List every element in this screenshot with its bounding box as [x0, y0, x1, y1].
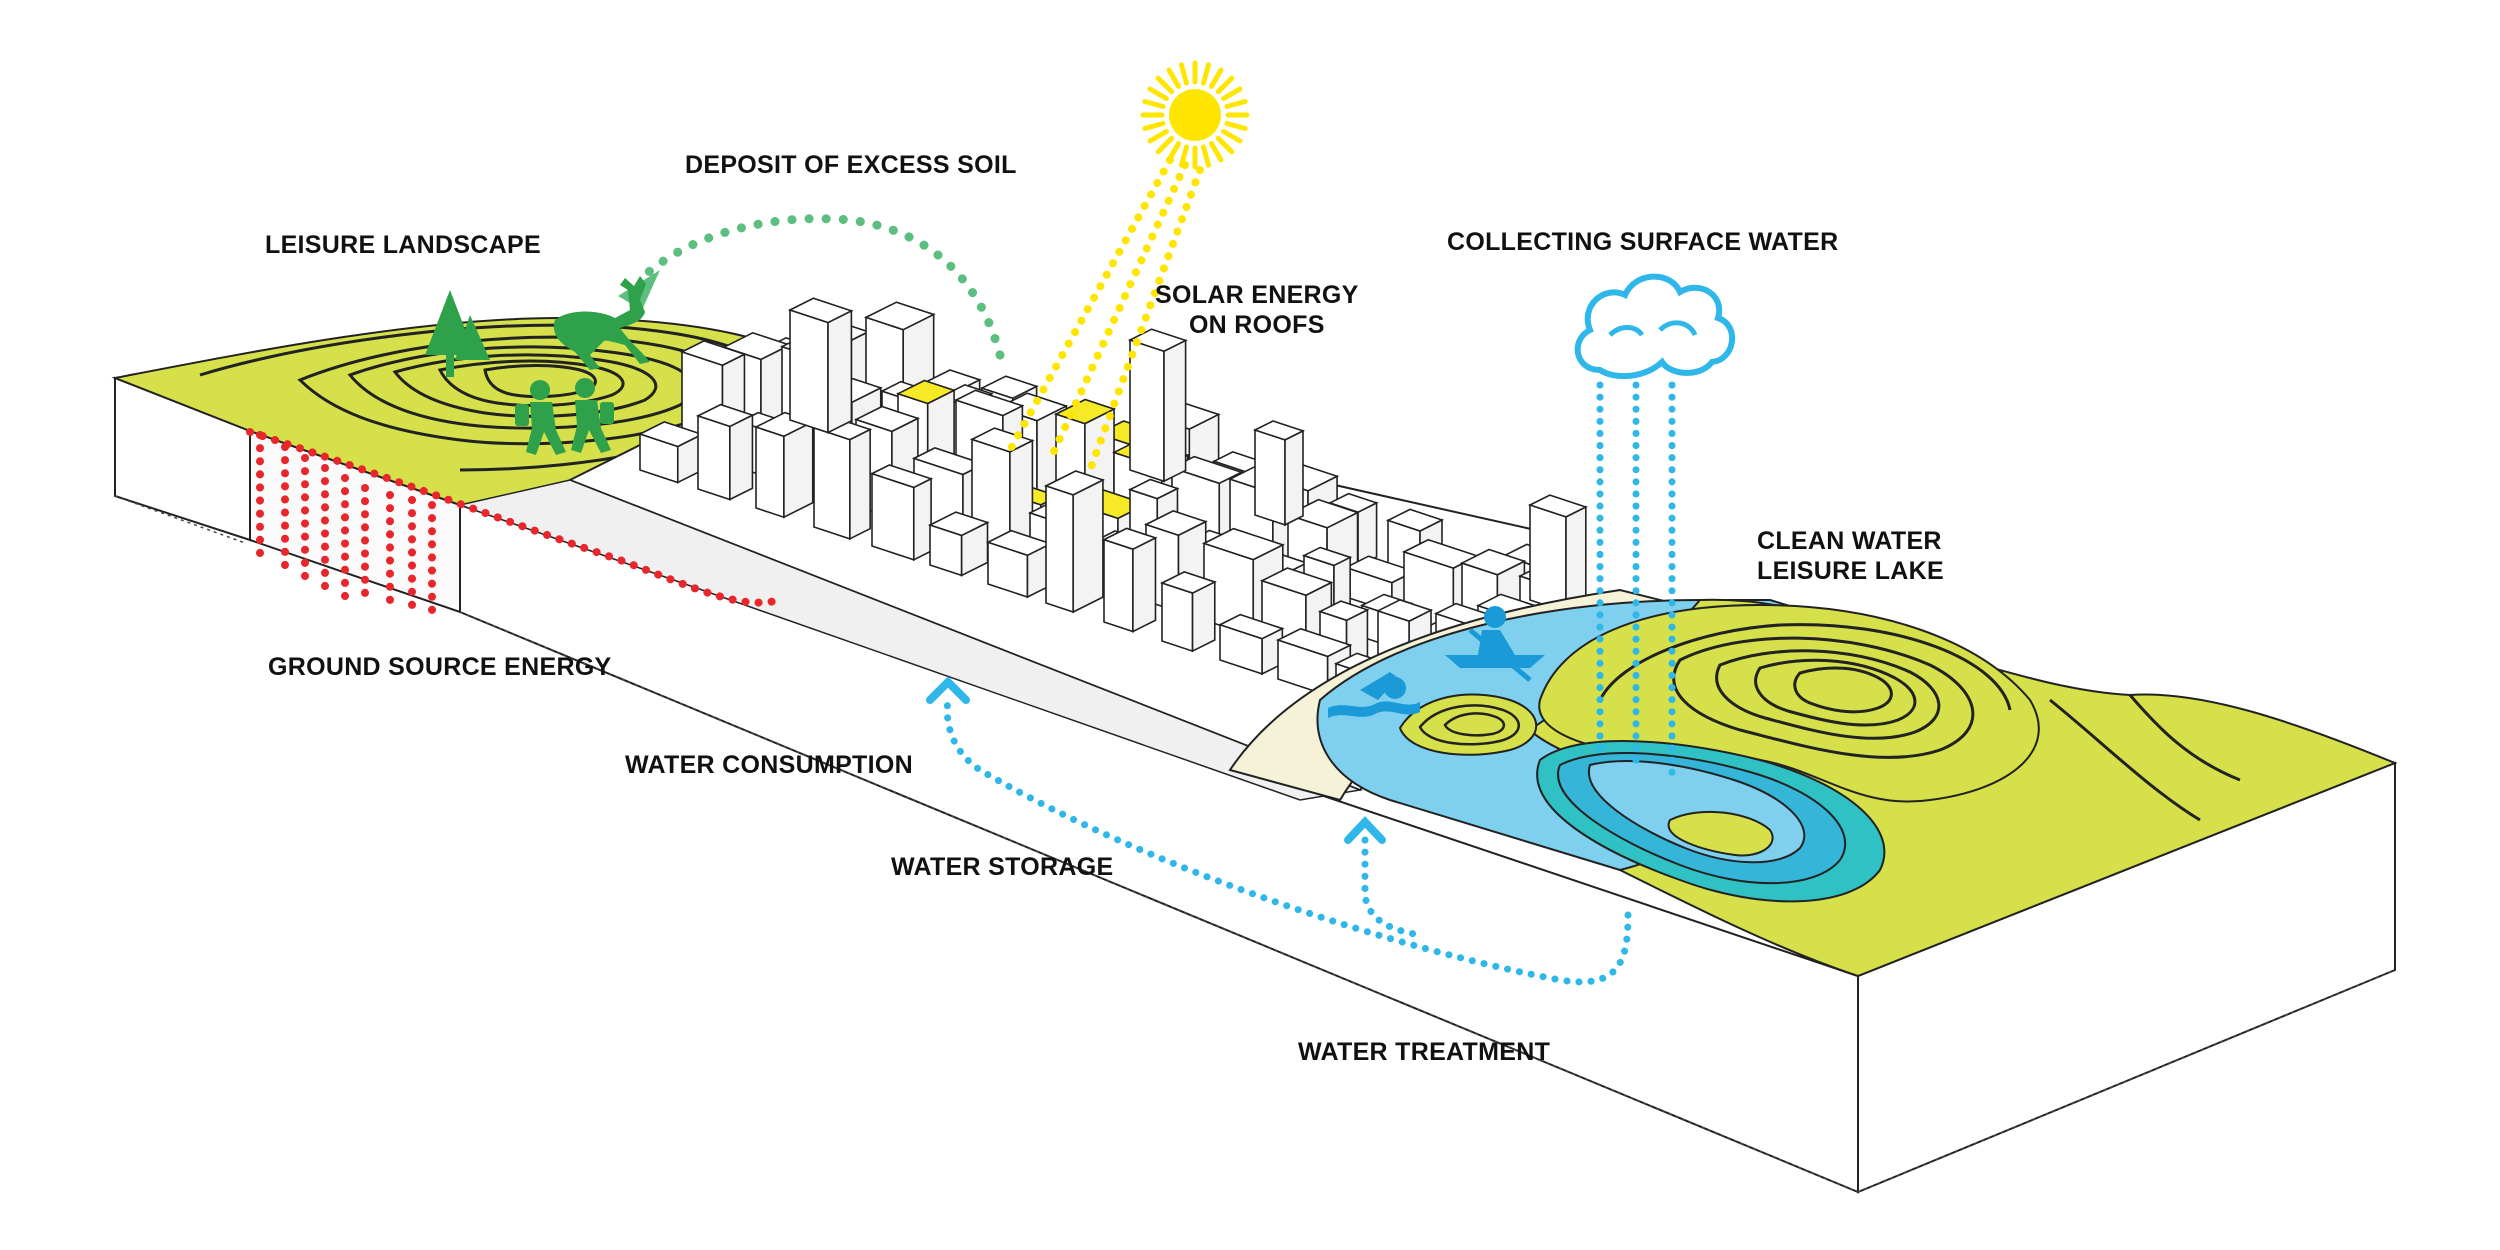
label-water-consumption: WATER CONSUMPTION	[625, 751, 913, 779]
building	[1159, 570, 1217, 653]
building	[927, 511, 990, 577]
building	[1275, 627, 1353, 697]
building	[811, 416, 873, 541]
building	[985, 529, 1053, 599]
building	[1127, 328, 1188, 483]
solar-beams	[1006, 156, 1204, 474]
building	[787, 297, 854, 434]
sun-icon	[1140, 60, 1250, 170]
label-ground-source: GROUND SOURCE ENERGY	[268, 653, 612, 681]
building	[1043, 470, 1106, 614]
building	[1252, 420, 1306, 527]
ground-source-energy-lines	[246, 428, 784, 622]
rower-icon	[1445, 606, 1545, 682]
label-collecting-water: COLLECTING SURFACE WATER	[1447, 228, 1839, 256]
label-clean-water-line2: LEISURE LAKE	[1757, 557, 1944, 585]
label-solar-energy: SOLAR ENERGY ON ROOFS	[1155, 280, 1359, 340]
building	[637, 421, 705, 484]
lake-area	[1228, 588, 2398, 978]
label-leisure-landscape: LEISURE LANDSCAPE	[265, 231, 541, 259]
hikers-icon	[515, 378, 614, 455]
label-clean-water: CLEAN WATER LEISURE LAKE	[1757, 526, 1944, 586]
label-clean-water-line1: CLEAN WATER	[1757, 527, 1942, 555]
tree-icon	[425, 290, 490, 377]
label-solar-energy-line2: ON ROOFS	[1188, 311, 1325, 339]
label-solar-energy-line1: SOLAR ENERGY	[1155, 281, 1359, 309]
deer-icon	[553, 276, 650, 370]
treatment-loop	[943, 696, 1632, 986]
swimmer-icon	[1328, 672, 1420, 718]
cloud-icon	[1574, 273, 1736, 380]
label-deposit-soil: DEPOSIT OF EXCESS SOIL	[685, 151, 1017, 179]
building	[869, 464, 934, 562]
label-water-treatment: WATER TREATMENT	[1298, 1038, 1551, 1066]
storage-loop	[1361, 836, 1424, 939]
building	[753, 411, 815, 519]
water-flow-lines	[943, 381, 1676, 986]
building	[1527, 494, 1588, 614]
building	[1101, 527, 1158, 633]
building	[695, 403, 755, 501]
water-arrowheads	[926, 676, 1386, 844]
city-buildings	[637, 297, 1609, 772]
label-water-storage: WATER STORAGE	[891, 853, 1114, 881]
dotted-edges	[114, 495, 2396, 1193]
